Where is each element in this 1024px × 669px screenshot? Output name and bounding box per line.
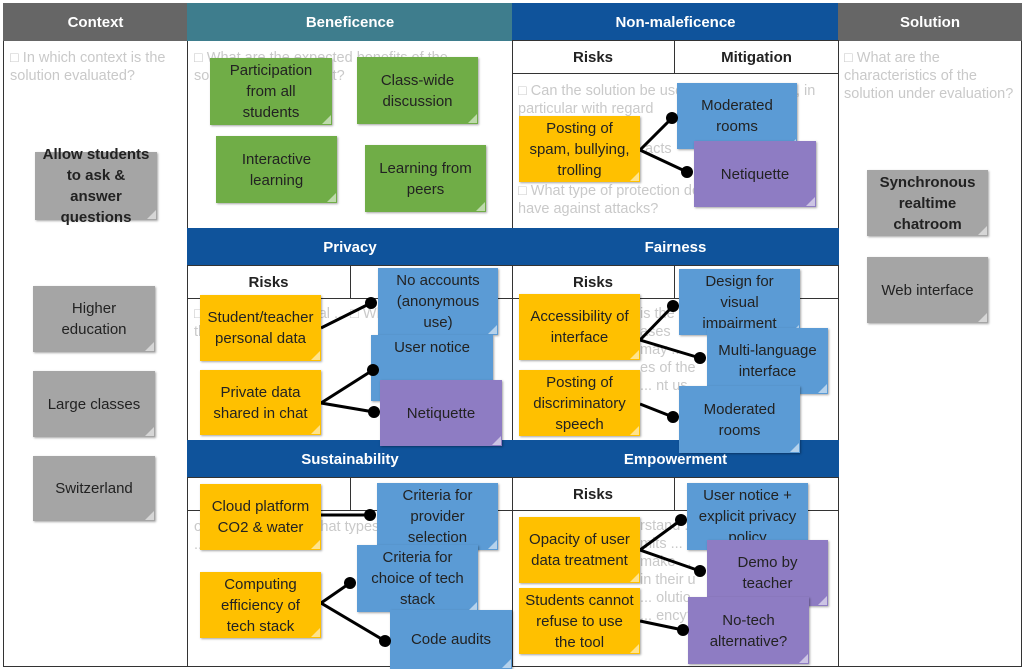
context-note: Higher education — [33, 286, 155, 352]
context-note: Switzerland — [33, 456, 155, 521]
risk-note: Computing efficiency of tech stack — [200, 572, 321, 638]
empowerment-risks-subheader: Risks — [512, 477, 675, 511]
nonmal-risks-subheader: Risks — [512, 40, 675, 74]
risk-note: Posting of spam, bullying, trolling — [519, 116, 640, 182]
context-note: Large classes — [33, 371, 155, 437]
mitigation-note: Criteria for choice of tech stack — [357, 545, 478, 612]
mitigation-note: User notice + explicit privacy policy — [687, 483, 808, 550]
header-sustainability: Sustainability — [187, 440, 513, 478]
header-fairness: Fairness — [512, 228, 839, 266]
connector-line — [636, 518, 701, 573]
solution-note: Synchronous realtime chatroom — [867, 170, 988, 236]
risk-note: Accessibility of interface — [519, 294, 640, 360]
nonmal-mitigation-subheader: Mitigation — [674, 40, 839, 74]
solution-question: □ What are the characteristics of the so… — [844, 50, 1014, 102]
connector-line — [639, 402, 674, 419]
benefit-note: Participation from all students — [210, 58, 332, 125]
mitigation-note: Multi-language interface — [707, 328, 828, 394]
mitigation-note: Code audits — [390, 610, 512, 669]
context-note: Allow students to ask & answer questions — [35, 146, 157, 226]
connector-line — [639, 619, 684, 632]
mitigation-note: Moderated rooms — [679, 386, 800, 453]
header-solution: Solution — [838, 3, 1022, 41]
mitigation-note: Design for visual impairment — [679, 269, 800, 335]
mitigation-note: No-tech alternative? — [688, 597, 809, 664]
risk-note: Student/teacher personal data — [200, 295, 321, 361]
connector-line — [316, 368, 375, 414]
solution-note: Web interface — [867, 257, 988, 323]
connector-line — [318, 581, 386, 643]
context-question: □ In which context is the solution evalu… — [10, 50, 166, 84]
header-beneficence: Beneficence — [187, 3, 513, 41]
mitigation-note: Criteria for provider selection — [377, 483, 498, 550]
solution-column — [838, 3, 1022, 667]
nonmal-question-2: acts — [645, 141, 672, 157]
risk-note: Students cannot refuse to use the tool — [519, 588, 640, 654]
risk-note: Cloud platform CO2 & water — [200, 484, 321, 550]
mitigation-note: Demo by teacher — [707, 540, 828, 606]
connector-line — [637, 116, 688, 174]
mitigation-note: Moderated rooms — [677, 83, 797, 149]
mitigation-note: Netiquette — [694, 141, 816, 207]
risk-note: Private data shared in chat — [200, 370, 321, 435]
header-context: Context — [3, 3, 188, 41]
connector-line — [320, 301, 372, 330]
risk-note: Opacity of user data treatment — [519, 517, 640, 583]
benefit-note: Interactive learning — [216, 136, 337, 203]
mitigation-note: No accounts (anonymous use) — [378, 268, 498, 335]
benefit-note: Class-wide discussion — [357, 57, 478, 124]
mitigation-note: Netiquette — [380, 380, 502, 446]
risk-note: Posting of discriminatory speech — [519, 370, 640, 436]
header-nonmaleficence: Non-maleficence — [512, 3, 839, 41]
connector-line — [637, 304, 701, 360]
header-privacy: Privacy — [187, 228, 513, 266]
benefit-note: Learning from peers — [365, 145, 486, 212]
